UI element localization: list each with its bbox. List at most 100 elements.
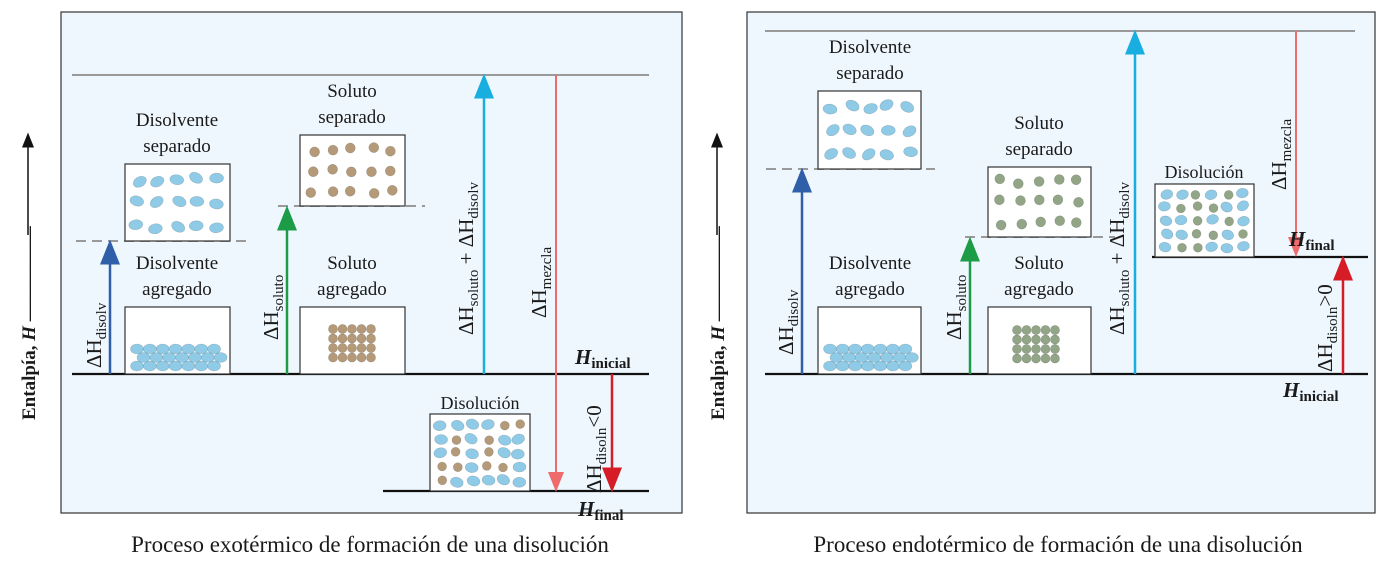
solution-particle [1161,228,1174,240]
solution-particle [1206,214,1219,225]
endo-solvent-separated-particles [822,99,918,161]
solvent-particle [898,343,913,355]
solute-particle [1040,334,1051,345]
solute-particle [1021,334,1032,345]
solution-particle [1208,203,1219,213]
endo-solution-particles [1158,187,1250,254]
endo-solute-separated-particles [994,173,1084,231]
solute-particle [1054,215,1066,227]
solvent-particle [149,196,164,208]
exo-caption: Proceso exotérmico de formación de una d… [131,532,609,557]
exo-label-solute-aggregated-1: Soluto [327,253,377,274]
solvent-particle [171,220,186,233]
solute-particle [344,185,356,197]
solvent-particle [209,198,224,210]
solution-particle [1236,200,1249,212]
solution-particle [484,447,494,457]
endo-label-dh-disoln: ΔHdisoln>0 [1313,284,1341,372]
solvent-particle [886,343,900,355]
exo-label-solute-aggregated-2: agregado [317,279,387,300]
solvent-particle [172,195,187,208]
exo-panel: Entalpía, H ————— Disolvente separado So… [19,11,683,524]
solute-particle [356,333,367,344]
solute-particle [337,333,348,344]
solvent-particle [873,343,888,355]
solute-particle [1033,176,1045,187]
solvent-particle [902,125,917,138]
exo-box-solute-aggregated [299,306,406,375]
solute-particle [1050,325,1060,335]
solute-particle [1012,353,1022,364]
solvent-particle [823,343,837,355]
exo-label-solvent-aggregated-1: Disolvente [136,253,218,274]
solute-particle [386,185,398,196]
solvent-particle [860,343,875,355]
endo-label-h-inicial: Hinicial [1282,378,1339,405]
solution-particle [1190,190,1201,200]
solution-particle [1238,229,1248,239]
solute-particle [327,164,338,175]
solvent-particle [905,352,919,363]
exo-label-h-inicial: Hinicial [574,345,631,372]
solute-particle [307,166,319,177]
solute-particle [337,343,348,353]
exo-solute-separated-particles [305,142,398,199]
solution-particle [434,434,448,445]
endo-caption: Proceso endotérmico de formación de una … [813,532,1303,557]
exo-label-dh-sum: ΔHsoluto + ΔHdisolv [454,181,482,335]
solvent-particle [863,103,878,115]
endo-label-solution: Disolución [1165,162,1244,182]
solvent-particle [824,148,838,160]
solution-particle [466,475,481,487]
solute-particle [384,165,396,177]
solute-particle [1050,334,1060,345]
solution-particle [1160,189,1174,200]
solute-particle [994,194,1005,206]
solution-particle [1192,201,1203,211]
solute-particle [1015,195,1026,206]
solvent-particle [181,343,196,355]
solute-particle [328,333,338,344]
solution-particle [511,433,525,445]
solute-particle [1021,344,1032,354]
solution-particle [1175,229,1188,241]
solute-particle [368,142,380,153]
solution-particle [512,461,527,473]
solute-particle [1031,325,1041,335]
solution-particle [465,448,479,460]
solute-particle [995,219,1007,231]
solute-particle [328,352,338,363]
solute-particle [1021,325,1032,335]
solute-particle [337,324,348,334]
solvent-particle [189,171,203,184]
solute-particle [1035,216,1046,228]
solution-particle [484,435,495,446]
exo-label-solvent-separated-2: separado [143,136,211,157]
exo-label-dh-mezcla: ΔHmezcla [527,247,555,318]
solute-particle [305,187,317,198]
solution-particle [481,461,492,471]
solute-particle [1070,174,1082,185]
solvent-particle [150,175,165,188]
solution-particle [1176,189,1189,200]
solute-particle [1050,353,1060,364]
solute-particle [1031,353,1041,364]
endo-label-solute-aggregated-1: Soluto [1014,253,1064,274]
solution-particle [451,420,465,431]
solution-particle [1192,216,1203,226]
exo-solvent-separated-particles [128,171,224,235]
solute-particle [1040,353,1051,364]
solute-particle [1034,194,1045,206]
endo-label-solvent-aggregated-2: agregado [835,279,905,300]
solute-particle [1040,325,1051,335]
solution-particle [1224,216,1234,227]
endo-label-solute-separated-1: Soluto [1014,113,1064,134]
solute-particle [385,145,396,157]
solute-particle [366,343,376,353]
solute-particle [347,343,357,353]
exo-label-solvent-separated-1: Disolvente [136,110,218,131]
solute-particle [1052,194,1064,206]
solute-particle [347,333,357,344]
solute-particle [356,352,367,363]
